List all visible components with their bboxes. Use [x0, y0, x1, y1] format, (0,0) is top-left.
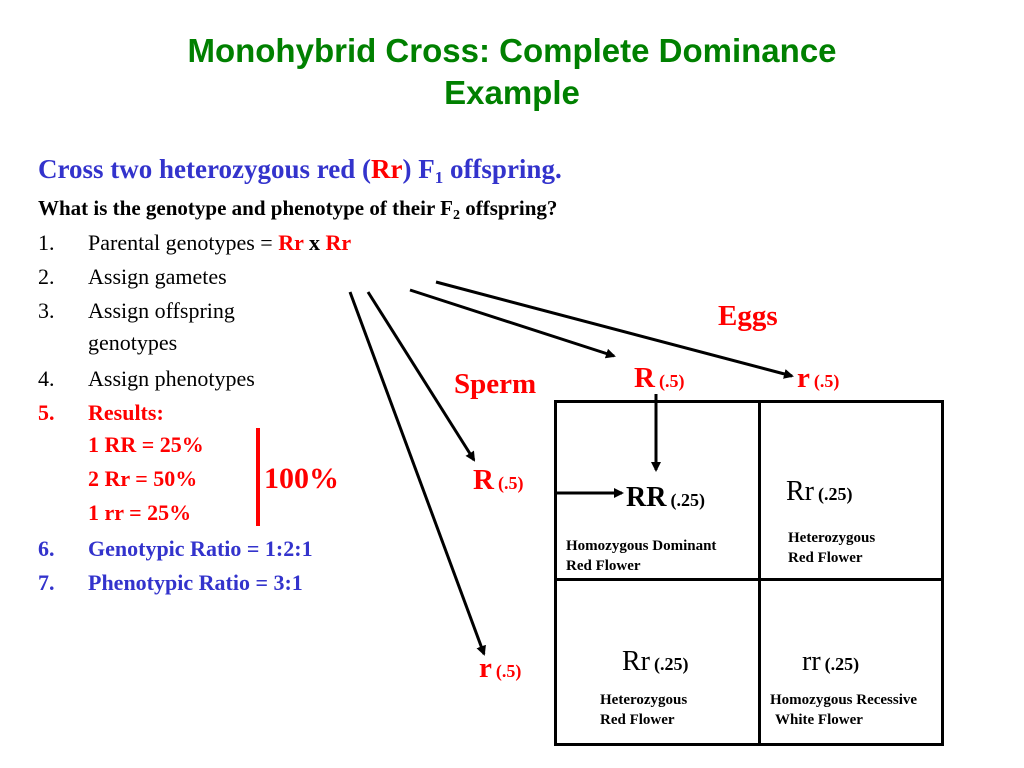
arrow-to-sperm-dominant	[366, 291, 476, 462]
cell-22-phenotype-line1: Homozygous Recessive	[770, 692, 918, 708]
step-2: 2. Assign gametes	[38, 262, 227, 292]
sperm2-allele: r	[479, 652, 492, 684]
step-1-genotype-b: Rr	[325, 230, 352, 255]
results-total: 100%	[264, 462, 339, 495]
cell-21-phenotype-line1: Heterozygous	[600, 692, 688, 708]
eggs-label: Eggs	[718, 300, 778, 332]
egg-gamete-recessive: r (.5)	[797, 362, 839, 395]
arrow-to-sperm-recessive	[348, 291, 486, 656]
subtitle-mid: ) F	[402, 154, 435, 184]
cell-21-phenotype: Heterozygous Red Flower	[600, 690, 687, 730]
arrow-to-egg-dominant	[409, 288, 616, 359]
cell-21-freq: (.25)	[654, 654, 689, 674]
title-line-1: Monohybrid Cross: Complete Dominance	[187, 32, 837, 69]
cell-21-phenotype-line2: Red Flower	[600, 712, 675, 728]
cell-11-phenotype-line1: Homozygous Dominant	[566, 538, 717, 554]
step-2-number: 2.	[38, 264, 55, 289]
sperm1-allele: R	[473, 464, 494, 496]
step-1-number: 1.	[38, 230, 55, 255]
step-5-text: Results:	[88, 400, 164, 425]
sperm-gamete-recessive: r (.5)	[479, 652, 521, 685]
step-5: 5. Results:	[38, 398, 164, 428]
step-3-text: Assign offspring	[88, 298, 235, 323]
step-6: 6. Genotypic Ratio = 1:2:1	[38, 534, 313, 564]
punnett-divider-vertical	[758, 400, 761, 746]
step-3-continued: genotypes	[88, 330, 178, 355]
step-1: 1. Parental genotypes = Rr x Rr	[38, 228, 351, 258]
title-line-2: Example	[444, 74, 580, 111]
cell-rr-het-bottom: Rr (.25)	[622, 646, 689, 678]
cell-11-freq: (.25)	[670, 490, 705, 510]
sperm2-freq: (.5)	[495, 661, 522, 681]
step-4: 4. Assign phenotypes	[38, 364, 255, 394]
step-1-genotype-a: Rr	[278, 230, 304, 255]
cell-12-freq: (.25)	[818, 484, 853, 504]
step-1-text: Parental genotypes =	[88, 230, 279, 255]
step-7-number: 7.	[38, 570, 55, 595]
question-pre: What is the genotype and phenotype of th…	[38, 196, 453, 220]
step-1-cross: x	[303, 230, 326, 255]
step-3: 3. Assign offspring	[38, 296, 235, 326]
cell-rr-recessive: rr (.25)	[802, 646, 859, 678]
step-5-number: 5.	[38, 400, 55, 425]
sperm-gamete-dominant: R (.5)	[473, 464, 523, 497]
subtitle-genotype: Rr	[370, 154, 403, 184]
sperm-label: Sperm	[454, 368, 537, 400]
egg2-allele: r	[797, 362, 810, 394]
cell-11-phenotype: Homozygous Dominant Red Flower	[566, 536, 716, 576]
cell-22-phenotype-line2: White Flower	[775, 712, 863, 728]
sperm1-freq: (.5)	[497, 473, 524, 493]
cell-12-phenotype: Heterozygous Red Flower	[788, 528, 875, 568]
cross-description: Cross two heterozygous red (Rr) F1 offsp…	[38, 154, 562, 188]
cell-22-genotype: rr	[802, 646, 821, 677]
step-3-number: 3.	[38, 298, 55, 323]
result-rr-het: 2 Rr = 50%	[88, 466, 198, 491]
slide-title: Monohybrid Cross: Complete Dominance Exa…	[0, 30, 1024, 114]
subtitle-post: offspring.	[443, 154, 562, 184]
question-subscript: 2	[452, 208, 460, 223]
egg2-freq: (.5)	[813, 371, 840, 391]
step-7: 7. Phenotypic Ratio = 3:1	[38, 568, 303, 598]
subtitle-subscript: 1	[434, 168, 444, 187]
question-text: What is the genotype and phenotype of th…	[38, 196, 557, 224]
punnett-divider-horizontal	[554, 578, 944, 581]
step-6-text: Genotypic Ratio = 1:2:1	[88, 536, 313, 561]
cell-rr-het-top: Rr (.25)	[786, 476, 853, 508]
step-2-text: Assign gametes	[88, 264, 227, 289]
egg1-freq: (.5)	[658, 371, 685, 391]
cell-11-phenotype-line2: Red Flower	[566, 558, 641, 574]
cell-rr-dominant: RR (.25)	[626, 482, 705, 514]
egg-gamete-dominant: R (.5)	[634, 362, 684, 395]
egg1-allele: R	[634, 362, 655, 394]
arrow-to-egg-recessive	[435, 280, 794, 379]
step-7-text: Phenotypic Ratio = 3:1	[88, 570, 303, 595]
result-rr-rec: 1 rr = 25%	[88, 500, 192, 525]
results-bracket	[256, 428, 260, 526]
cell-22-phenotype: Homozygous Recessive White Flower	[770, 690, 917, 730]
step-6-number: 6.	[38, 536, 55, 561]
step-4-number: 4.	[38, 366, 55, 391]
punnett-square	[554, 400, 944, 746]
cell-12-genotype: Rr	[786, 476, 814, 507]
cell-22-freq: (.25)	[824, 654, 860, 674]
question-post: offspring?	[459, 196, 558, 220]
step-4-text: Assign phenotypes	[88, 366, 255, 391]
cell-21-genotype: Rr	[622, 646, 650, 677]
cell-12-phenotype-line1: Heterozygous	[788, 530, 876, 546]
result-rr: 1 RR = 25%	[88, 432, 204, 457]
cell-12-phenotype-line2: Red Flower	[788, 550, 863, 566]
cell-11-genotype: RR	[626, 482, 667, 513]
subtitle-pre: Cross two heterozygous red (	[38, 154, 371, 184]
